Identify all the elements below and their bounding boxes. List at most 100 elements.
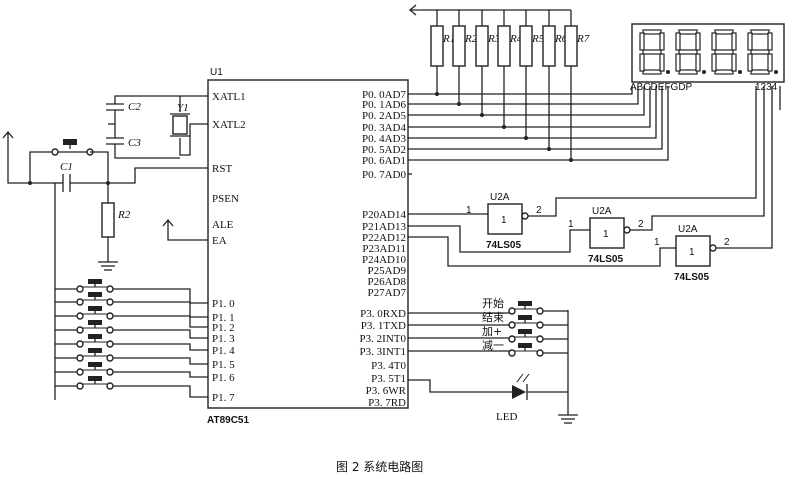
inverter-gate: U2A 1 74LS05 1 2	[654, 224, 730, 283]
resistor-label: R4	[509, 33, 523, 45]
gate-value: 1	[689, 247, 695, 258]
mcu-left-pin-label: RST	[212, 163, 232, 175]
p1-pushbutton[interactable]	[55, 279, 208, 304]
resistor-label: R3	[487, 33, 501, 45]
mcu-left-pin-label: EA	[212, 235, 227, 247]
p3-pushbutton[interactable]: 结束	[408, 311, 568, 329]
p1-pushbutton[interactable]	[55, 334, 208, 351]
mcu-right-pin-label: P27AD7	[367, 287, 406, 299]
mcu-right-pin-label: P3. 2INT0	[360, 333, 407, 345]
mcu-right-pin-label: P0. 5AD2	[362, 144, 406, 156]
p3-button-label: 减一	[482, 339, 504, 352]
resistor-label: R7	[576, 33, 590, 45]
p3-button-label: 结束	[482, 311, 504, 324]
p1-pushbutton[interactable]	[55, 292, 208, 318]
seven-segment-display: ABCDEFGDP 1234	[630, 23, 785, 93]
cap-c2-label: C2	[128, 101, 141, 113]
gate-in-pin: 1	[466, 205, 472, 216]
p3-pushbutton[interactable]: 减一	[408, 339, 568, 357]
mcu-right-pin-label: P0. 0AD7	[362, 89, 407, 101]
gate-part: 74LS05	[674, 272, 709, 283]
led-icon	[512, 385, 526, 399]
pullup-resistor: R4	[497, 10, 523, 129]
resistor-label: R1	[442, 33, 455, 45]
p1-button-array	[54, 183, 208, 400]
p1-pushbutton[interactable]	[55, 362, 208, 378]
display-digit	[711, 29, 742, 75]
p3-button-label: 加+	[482, 325, 502, 338]
figure-caption: 图 2 系统电路图	[336, 459, 423, 474]
display-segment-labels: ABCDEFGDP	[630, 82, 693, 93]
resistor-label: R5	[531, 33, 545, 45]
gate-value: 1	[603, 229, 609, 240]
mcu-right-pin-label: P0. 1AD6	[362, 99, 407, 111]
gate-out-pin: 2	[638, 219, 644, 230]
p1-pushbutton[interactable]	[55, 376, 208, 398]
display-digit-labels: 1234	[755, 82, 778, 93]
display-digit	[675, 29, 706, 75]
pullup-resistor: R3	[475, 10, 501, 117]
mcu-left-pin-label: XATL2	[212, 119, 246, 131]
mcu-left-pin-label: XATL1	[212, 91, 246, 103]
led-label: LED	[496, 411, 517, 423]
mcu-right-pin-label: P0. 6AD1	[362, 155, 406, 167]
mcu-right-pin-label: P3. 7RD	[368, 397, 406, 409]
resistor-label: R6	[554, 33, 568, 45]
reset-resistor	[101, 202, 115, 238]
gate-value: 1	[501, 215, 507, 226]
crystal-y1	[172, 115, 188, 135]
mcu-right-pin-label: P24AD10	[362, 254, 407, 266]
reset-button[interactable]	[63, 139, 77, 145]
mcu-right-pin-label: P3. 0RXD	[360, 308, 406, 320]
crystal-label: Y1	[177, 102, 189, 114]
mcu-left-pin-label: P1. 5	[212, 359, 235, 371]
mcu-left-pin-label: P1. 0	[212, 298, 235, 310]
gate-title: U2A	[490, 192, 510, 203]
pullup-resistor: R7	[564, 10, 590, 162]
mcu-right-pin-label: P20AD14	[362, 209, 407, 221]
mcu-right-pin-label: P25AD9	[367, 265, 406, 277]
p3-button-label: 开始	[482, 296, 504, 310]
mcu-right-pin-label: P0. 7AD0	[362, 169, 407, 181]
mcu-left-pin-label: P1. 6	[212, 372, 235, 384]
resistor-label: R2	[464, 33, 478, 45]
mcu-left-pin-label: P1. 1	[212, 312, 235, 324]
p3-pushbutton[interactable]: 开始	[408, 296, 568, 315]
mcu-right-pin-label: P3. 1TXD	[361, 320, 406, 332]
mcu-left-pin-label: P1. 2	[212, 322, 235, 334]
gate-part: 74LS05	[588, 254, 623, 265]
oscillator-circuit: Y1 C2 C3 C1 R2	[2, 95, 208, 271]
cap-c1-label: C1	[60, 161, 73, 173]
gate-title: U2A	[592, 206, 612, 217]
p3-pushbutton[interactable]: 加+	[408, 325, 568, 343]
mcu-right-pin-label: P22AD12	[362, 232, 406, 244]
mcu-right-pin-label: P3. 6WR	[366, 385, 407, 397]
mcu-right-pin-label: P3. 3INT1	[360, 346, 406, 358]
p1-pushbutton[interactable]	[55, 348, 208, 365]
gate-in-pin: 1	[654, 237, 660, 248]
gate-title: U2A	[678, 224, 698, 235]
gate-part: 74LS05	[486, 240, 521, 251]
mcu-part-label: AT89C51	[207, 415, 249, 426]
mcu-right-pin-label: P0. 2AD5	[362, 110, 407, 122]
reset-resistor-label: R2	[117, 209, 131, 221]
gate-out-pin: 2	[724, 237, 730, 248]
pullup-resistor: R1	[430, 10, 455, 96]
gate-out-pin: 2	[536, 205, 542, 216]
inverter-gate: U2A 1 74LS05 1 2	[466, 192, 542, 251]
mcu-ref-label: U1	[210, 67, 223, 78]
pullup-resistor: R2	[452, 10, 478, 106]
mcu-left-pin-label: P1. 7	[212, 392, 235, 404]
p1-pushbutton[interactable]	[55, 306, 208, 328]
mcu-right-pin-label: P3. 4T0	[371, 360, 406, 372]
pullup-resistor-network: R1 R2 R3 R4 R5 R6 R7	[408, 4, 669, 175]
p1-pushbutton[interactable]	[55, 320, 208, 339]
mcu-right-pin-label: P0. 4AD3	[362, 133, 407, 145]
mcu-left-pin-label: P1. 4	[212, 345, 235, 357]
